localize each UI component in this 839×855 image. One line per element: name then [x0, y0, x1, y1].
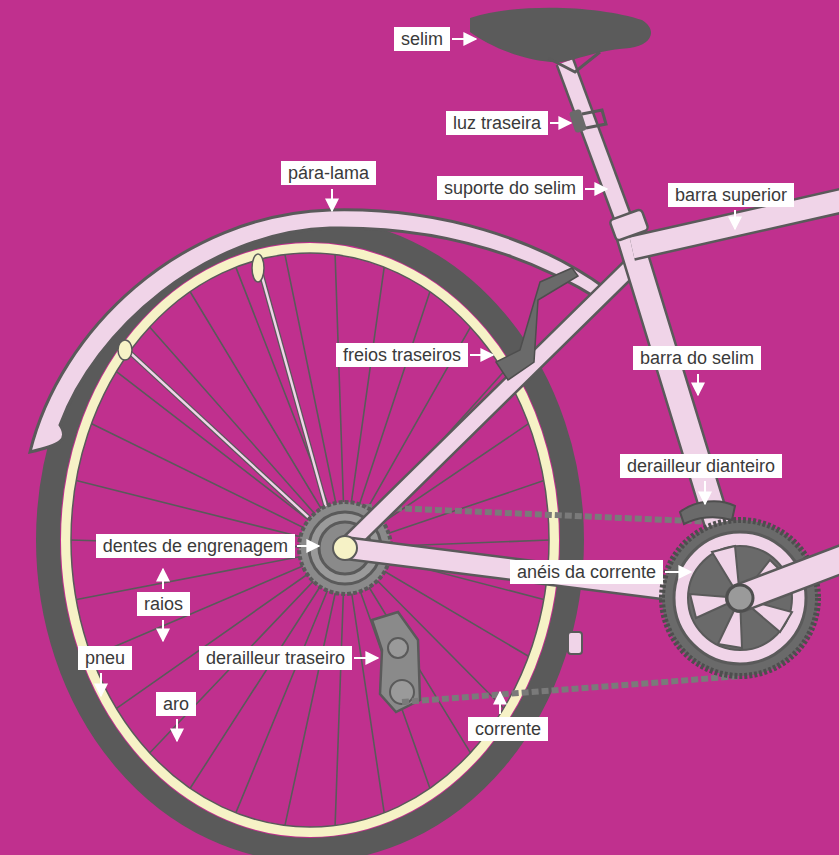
leader-arrow: [162, 620, 164, 641]
frame-lug: [568, 632, 582, 654]
part-label: suporte do selim: [437, 176, 583, 200]
fender-stay: [125, 348, 333, 540]
leader-arrow: [297, 545, 319, 547]
chain: [345, 506, 715, 522]
seat-stay: [345, 258, 640, 548]
part-label: selim: [394, 27, 450, 51]
part-label: dentes de engrenagem: [96, 534, 295, 558]
stay-clip: [118, 340, 132, 360]
top-tube: [632, 200, 839, 248]
seat-post: [565, 62, 628, 232]
part-label: derailleur dianteiro: [620, 454, 782, 478]
wheel-spokes: [70, 254, 550, 825]
part-label: luz traseira: [446, 111, 548, 135]
fender-stay: [258, 262, 333, 532]
leader-arrow: [697, 374, 699, 395]
seat-post: [565, 62, 628, 232]
rear-derailleur: [372, 612, 420, 712]
part-label: anéis da corrente: [510, 560, 663, 584]
fender-stay: [258, 262, 333, 532]
saddle-rail: [548, 52, 600, 72]
seat-clamp: [609, 209, 648, 241]
part-label: freios traseiros: [336, 343, 468, 367]
part-label: pára-lama: [281, 161, 376, 185]
leader-arrow: [452, 38, 476, 40]
rear-brake: [496, 268, 578, 380]
leader-arrow: [100, 673, 102, 696]
fender-stay: [125, 348, 333, 540]
leader-arrows: [101, 39, 735, 741]
part-label: derailleur traseiro: [199, 646, 352, 670]
fender: [30, 210, 605, 452]
part-label: pneu: [78, 646, 132, 670]
leader-arrow: [550, 122, 571, 124]
part-label: barra superior: [668, 183, 794, 207]
light-strap: [582, 110, 606, 128]
leader-arrow: [704, 481, 706, 504]
front-derailleur: [680, 501, 735, 524]
part-label: barra do selim: [633, 346, 761, 370]
leader-arrow: [499, 692, 501, 714]
leader-arrow: [176, 719, 178, 741]
crank-arm: [740, 558, 839, 598]
rim-edge: [71, 253, 549, 827]
leader-arrow: [734, 210, 736, 229]
chainring: [674, 532, 806, 664]
stay-clip: [252, 254, 264, 282]
saddle: [470, 8, 651, 63]
rim: [66, 248, 554, 832]
top-tube: [632, 200, 839, 248]
leader-arrow: [354, 657, 378, 659]
rear-derailleur: [388, 638, 408, 658]
crank-arm: [740, 558, 839, 598]
chain: [402, 676, 742, 702]
part-label: raios: [137, 592, 190, 616]
rear-hub: [333, 536, 357, 560]
leader-arrow: [470, 354, 493, 356]
seat-stay: [345, 258, 640, 548]
leader-arrow: [665, 571, 691, 573]
leader-arrow: [162, 569, 164, 589]
part-label: corrente: [468, 717, 548, 741]
leader-arrow: [331, 189, 333, 211]
crank-bolt: [727, 585, 753, 611]
chainring: [662, 520, 818, 676]
leader-arrow: [585, 188, 607, 190]
part-label: aro: [156, 692, 196, 716]
